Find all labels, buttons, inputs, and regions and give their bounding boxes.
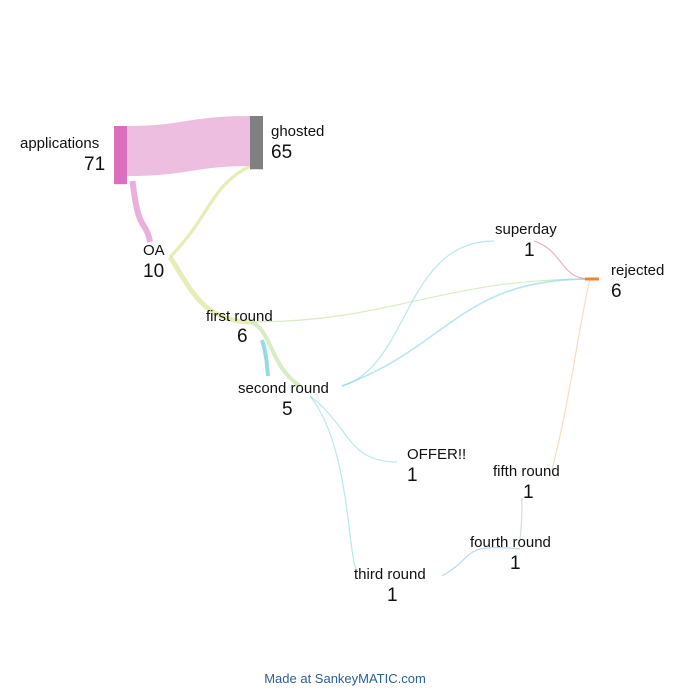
node-bar-rejected: [585, 277, 599, 281]
third-round-label: third round: [354, 566, 426, 583]
node-bar-third-round: [427, 581, 429, 583]
flow-second-round-to-superday: [341, 240, 495, 387]
flow-applications-to-ghosted: [126, 116, 251, 177]
fourth-round-label: fourth round: [470, 534, 551, 551]
flow-links: [126, 116, 591, 577]
applications-value: 71: [84, 154, 106, 175]
credit-link[interactable]: Made at SankeyMATIC.com: [264, 671, 426, 686]
flow-second-round-to-third-round: [309, 395, 358, 573]
flow-oa-to-ghosted: [168, 164, 251, 259]
fourth-round-value: 1: [510, 553, 521, 574]
node-bar-ghosted: [250, 116, 263, 170]
flow-third-round-to-fourth-round: [441, 546, 521, 577]
second-round-label: second round: [238, 380, 329, 397]
superday-label: superday: [495, 221, 557, 238]
flow-second-round-to-rejected: [341, 278, 591, 387]
oa-value: 10: [143, 261, 165, 282]
rejected-label: rejected: [611, 262, 665, 279]
fifth-round-label: fifth round: [493, 463, 560, 480]
flow-oa-to-first-round: [167, 255, 253, 325]
superday-value: 1: [524, 240, 535, 261]
third-round-value: 1: [387, 585, 398, 606]
flow-second-round-to-offer: [309, 395, 398, 463]
rejected-value: 6: [611, 281, 622, 302]
node-bar-oa: [170, 256, 172, 258]
flow-fourth-round-to-fifth-round: [519, 497, 523, 540]
second-round-node-segment: [260, 339, 270, 377]
node-bars: [114, 116, 599, 583]
first-round-value: 6: [237, 326, 248, 347]
fifth-round-value: 1: [523, 482, 534, 503]
flow-first-round-to-second-round: [250, 320, 302, 388]
second-round-value: 5: [282, 399, 293, 420]
flow-fifth-round-to-rejected: [551, 278, 591, 471]
offer-value: 1: [407, 465, 418, 486]
ghosted-value: 65: [271, 142, 293, 163]
flow-applications-to-oa: [129, 180, 153, 243]
oa-label: OA: [143, 242, 165, 259]
flow-first-round-to-rejected: [251, 278, 591, 323]
applications-label: applications: [20, 135, 100, 152]
first-round-label: first round: [206, 308, 273, 325]
node-bar-applications: [114, 126, 127, 185]
offer-label: OFFER!!: [407, 446, 467, 463]
ghosted-label: ghosted: [271, 123, 325, 140]
node-bar-offer: [397, 461, 399, 463]
flow-superday-to-rejected: [533, 240, 591, 280]
